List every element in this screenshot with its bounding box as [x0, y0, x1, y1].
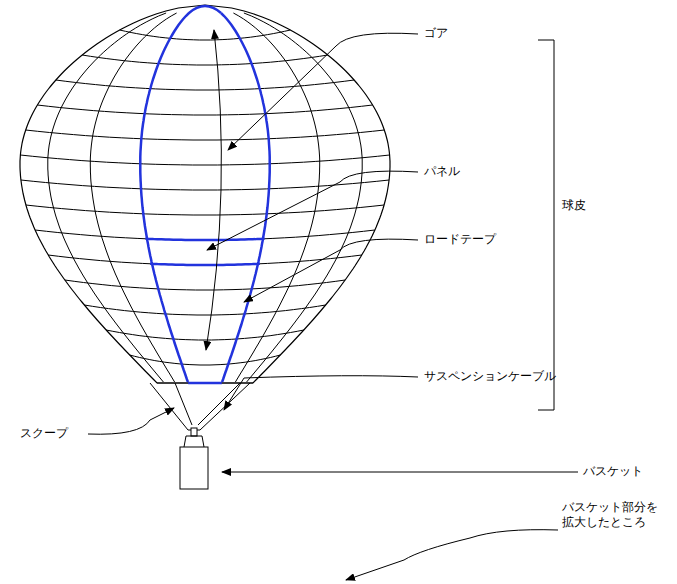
note-label: バスケット部分を 拡大したところ [562, 500, 662, 530]
burner [191, 428, 197, 436]
part-label: ゴア [424, 26, 448, 41]
panel-seam [37, 105, 372, 115]
part-label: サスペンションケーブル [424, 369, 556, 384]
gore-outline [140, 6, 221, 382]
part-label: バスケット [583, 464, 643, 479]
panel-seam [120, 30, 291, 40]
panel-seam [84, 305, 325, 315]
panel-seam [65, 280, 345, 290]
envelope [20, 5, 390, 383]
panel-seam [26, 205, 384, 215]
panel-seam [130, 355, 281, 365]
gore-seam [221, 13, 270, 382]
part-label: スクープ [20, 426, 68, 441]
mouth [157, 382, 253, 383]
gore-seam [90, 13, 176, 382]
leader-line [244, 239, 418, 302]
gore-seam [244, 13, 362, 382]
leader-line [228, 33, 418, 150]
panel-seam [82, 55, 328, 65]
gore-outline [188, 382, 222, 385]
part-label: パネル [424, 164, 460, 179]
panel-seam [56, 80, 354, 90]
leader-line [222, 472, 578, 473]
gore-length-arrow [206, 30, 221, 350]
bracket [538, 40, 554, 410]
gore-seam [233, 13, 319, 382]
scoop [150, 383, 250, 430]
panel-seam [26, 130, 385, 140]
leader-line [88, 408, 174, 434]
panel-seam [35, 230, 375, 240]
suspension-cable [175, 383, 240, 425]
envelope-outline [20, 5, 390, 383]
burner-frame [184, 436, 204, 447]
basket [180, 447, 208, 489]
panel-outline [150, 264, 260, 265]
gore-seam [140, 13, 189, 382]
gore-seam [48, 13, 166, 382]
leader-line [346, 530, 558, 580]
panel-outline [146, 239, 265, 240]
part-label: 球皮 [562, 198, 586, 213]
gore-outline [221, 13, 270, 382]
highlighted-gore [140, 6, 269, 383]
leader-line [207, 171, 418, 250]
panel-seam [20, 155, 389, 165]
part-label: ロードテープ [424, 232, 496, 247]
leader-line [224, 376, 418, 410]
panel-seam [106, 330, 304, 340]
